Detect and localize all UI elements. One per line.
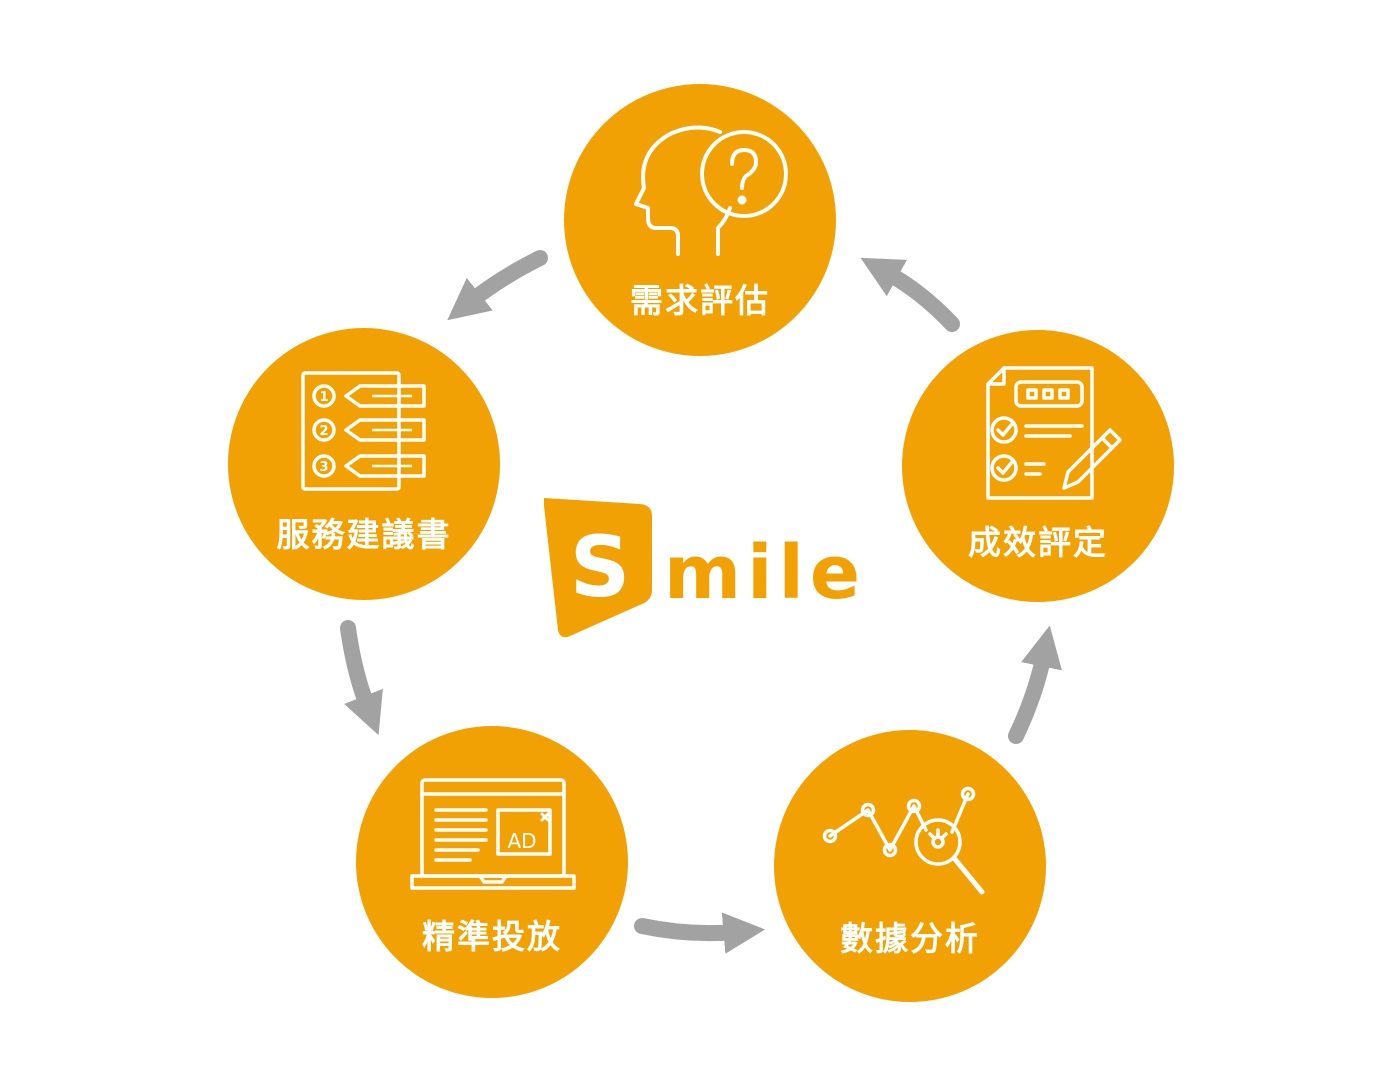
arrow-evaluate-to-assess — [860, 257, 960, 332]
arrow-assess-to-proposal — [447, 250, 548, 321]
ad-laptop-icon: AD — [410, 778, 576, 890]
logo-text: mile — [664, 530, 866, 616]
node-needs-assessment: 需求評估 — [564, 84, 836, 356]
node-label: 精準投放 — [422, 917, 562, 956]
svg-text:2: 2 — [319, 424, 328, 439]
logo-letter: S — [570, 518, 631, 616]
svg-text:3: 3 — [319, 460, 328, 475]
node-performance-evaluation: 成效評定 — [902, 330, 1174, 602]
node-data-analysis: 數據分析 — [774, 730, 1046, 1002]
numbered-list-icon: 1 2 3 — [301, 371, 426, 491]
checklist-pencil-icon — [986, 366, 1122, 500]
node-label: 服務建議書 — [276, 515, 452, 554]
head-question-icon — [634, 125, 788, 256]
arrow-proposal-to-ads — [340, 620, 383, 736]
arrow-data-to-evaluate — [1008, 625, 1062, 744]
node-service-proposal: 1 2 3 服務建議書 — [228, 328, 500, 600]
node-label: 數據分析 — [840, 919, 980, 958]
arrow-ads-to-data — [634, 912, 766, 954]
analytics-magnifier-icon — [822, 786, 985, 895]
logo-badge — [544, 498, 652, 638]
node-label: 需求評估 — [630, 281, 770, 320]
ad-text: AD — [507, 829, 536, 853]
node-label: 成效評定 — [968, 523, 1108, 562]
smile-logo: S mile — [544, 498, 866, 638]
node-precision-ads: AD 精準投放 — [356, 726, 628, 998]
svg-text:1: 1 — [319, 390, 328, 405]
